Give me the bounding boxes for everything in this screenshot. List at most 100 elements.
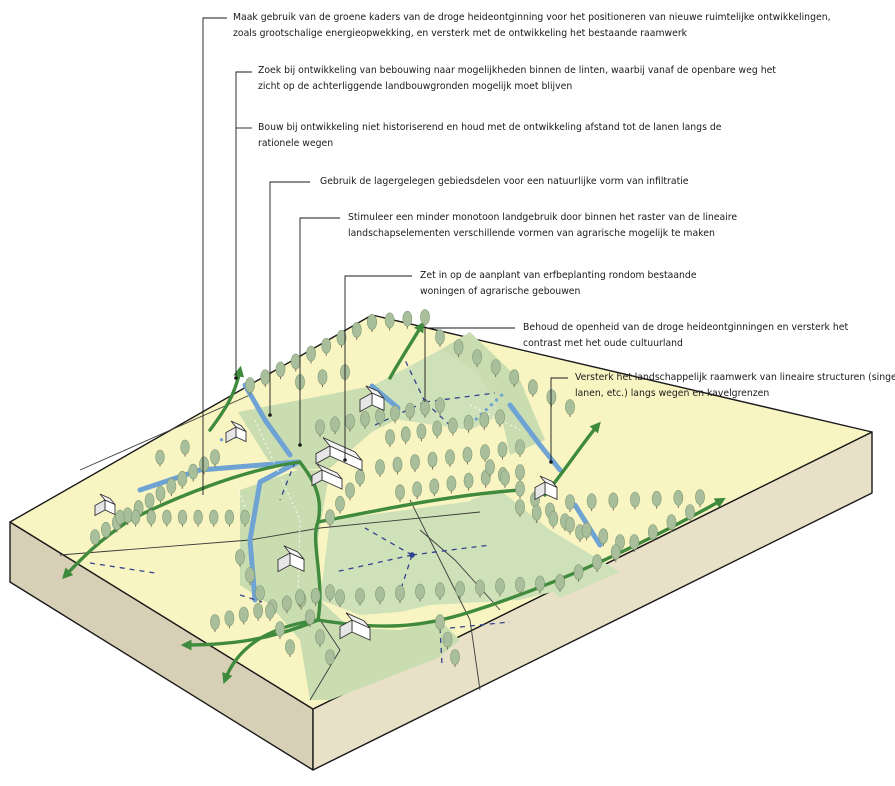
tree-icon xyxy=(495,578,505,597)
leader-dot xyxy=(549,460,553,464)
tree-icon xyxy=(335,495,345,514)
road-layer xyxy=(59,394,501,701)
tree-icon xyxy=(592,554,603,572)
tree-icon xyxy=(180,439,190,457)
tree-icon xyxy=(472,349,483,367)
annotation-5: Stimuleer een minder monotoon landgebrui… xyxy=(348,210,737,242)
tree-icon xyxy=(199,456,209,475)
tree-rows xyxy=(90,309,705,667)
tree-icon xyxy=(445,449,455,467)
tree-icon xyxy=(130,509,141,527)
tree-icon xyxy=(463,472,474,491)
tree-icon xyxy=(565,399,575,417)
tree-icon xyxy=(155,485,166,504)
view-line xyxy=(449,621,511,629)
tree-icon xyxy=(265,603,275,621)
watercourse xyxy=(369,383,401,411)
tree-icon xyxy=(497,441,508,460)
annotation-4: Gebruik de lagergelegen gebiedsdelen voo… xyxy=(320,174,689,190)
tree-icon xyxy=(306,345,316,364)
view-line xyxy=(404,359,426,403)
tree-icon xyxy=(485,459,495,477)
tree-icon xyxy=(446,475,457,494)
tree-icon xyxy=(630,491,640,510)
tree-icon xyxy=(315,629,325,647)
wet-strip xyxy=(468,390,507,427)
tree-icon xyxy=(224,509,235,527)
tree-icon xyxy=(531,505,542,523)
tree-icon xyxy=(285,639,295,657)
tree-icon xyxy=(400,426,411,445)
buildings xyxy=(94,385,558,641)
tree-icon xyxy=(415,583,425,602)
annotation-line: contrast met het oude cultuurland xyxy=(523,338,683,349)
tree-icon xyxy=(177,471,188,489)
leader-line xyxy=(550,377,568,462)
annotation-line: Maak gebruik van de groene kaders van de… xyxy=(233,12,831,23)
view-line xyxy=(411,544,491,556)
watercourse xyxy=(137,459,301,493)
annotation-line: Gebruik de lagergelegen gebiedsdelen voo… xyxy=(320,176,689,187)
tree-icon xyxy=(416,423,427,442)
road xyxy=(309,619,341,701)
tree-icon xyxy=(515,439,525,457)
tree-icon xyxy=(240,509,250,527)
tree-icon xyxy=(548,510,559,529)
green-corridor xyxy=(180,618,320,651)
road xyxy=(79,394,251,471)
tree-icon xyxy=(515,480,525,499)
tree-icon xyxy=(317,369,328,387)
annotation-line: rationele wegen xyxy=(258,138,334,149)
watercourse xyxy=(507,402,563,473)
tree-icon xyxy=(310,587,321,606)
tree-icon xyxy=(275,361,286,380)
tree-icon xyxy=(375,459,385,477)
tree-icon xyxy=(367,314,377,332)
tree-icon xyxy=(330,416,340,435)
tree-icon xyxy=(321,337,332,356)
leader-line xyxy=(269,181,310,415)
tree-icon xyxy=(385,429,395,447)
tree-icon xyxy=(666,514,677,532)
tree-icon xyxy=(509,369,520,387)
tree-icon xyxy=(360,410,370,429)
green-corridor xyxy=(316,497,726,628)
green-corridor xyxy=(388,321,425,380)
tree-icon xyxy=(495,409,505,427)
tree-icon xyxy=(455,581,465,599)
tree-icon xyxy=(155,449,165,467)
annotation-line: Behoud de openheid van de droge heideont… xyxy=(523,322,849,333)
annotation-line: zicht op de achterliggende landbouwgrond… xyxy=(258,81,573,92)
tree-icon xyxy=(435,397,445,415)
tree-icon xyxy=(410,454,420,472)
tree-icon xyxy=(305,609,315,627)
tree-icon xyxy=(527,379,538,397)
annotation-8: Versterk het landschappelijk raamwerk va… xyxy=(575,370,895,402)
building-icon xyxy=(277,545,305,573)
view-line xyxy=(439,627,443,666)
tree-icon xyxy=(235,549,245,567)
road xyxy=(419,529,501,611)
annotation-6: Zet in op de aanplant van erfbeplanting … xyxy=(420,268,697,300)
tree-icon xyxy=(515,576,525,595)
tree-icon xyxy=(565,516,575,535)
tree-icon xyxy=(255,585,265,603)
tree-icon xyxy=(253,602,264,621)
building-icon xyxy=(311,463,343,490)
tree-icon xyxy=(515,499,525,517)
infiltration-zones xyxy=(231,404,521,601)
tree-icon xyxy=(586,493,597,512)
tree-icon xyxy=(515,464,525,482)
leader-dot xyxy=(268,413,272,417)
annotation-line: Stimuleer een minder monotoon landgebrui… xyxy=(348,212,738,223)
tree-icon xyxy=(281,595,292,614)
tree-icon xyxy=(427,451,438,470)
tree-icon xyxy=(462,446,473,465)
tree-icon xyxy=(610,544,621,562)
tree-icon xyxy=(238,606,249,625)
building-icon xyxy=(315,437,363,472)
tree-icon xyxy=(101,521,111,540)
tree-icon xyxy=(325,649,335,667)
tree-icon xyxy=(90,529,100,547)
